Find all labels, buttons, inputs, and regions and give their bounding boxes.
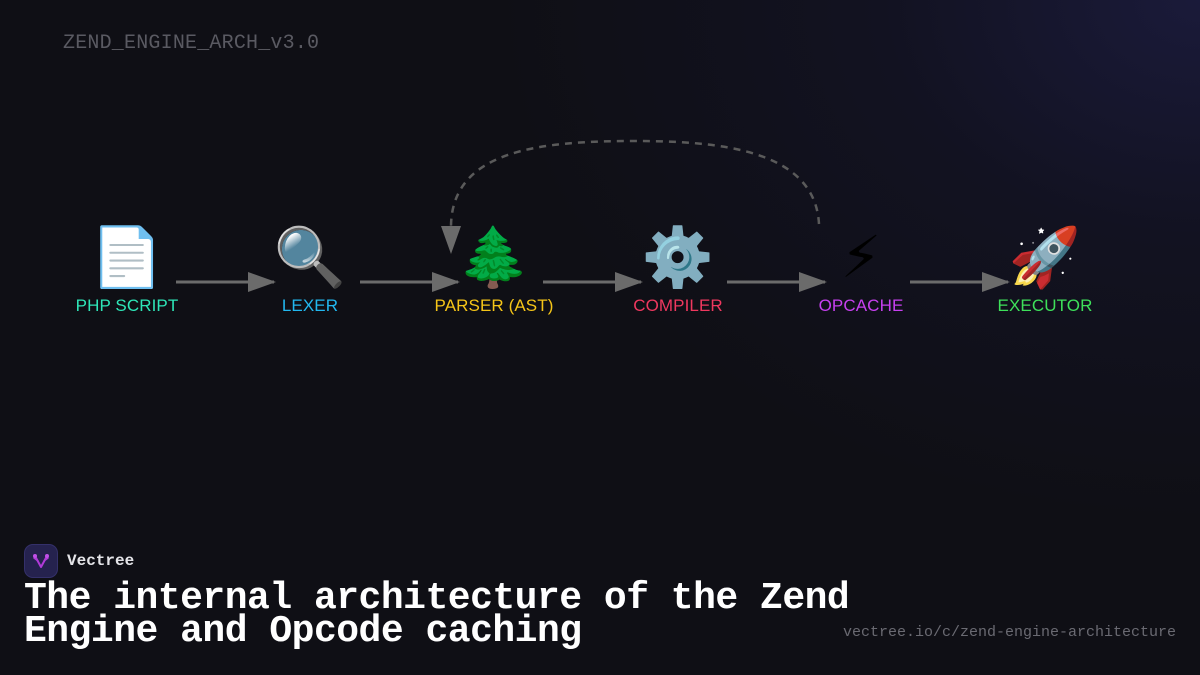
node-opcache: ⚡ OPCACHE [771, 222, 951, 316]
node-label: PHP SCRIPT [75, 296, 179, 315]
gear-icon: ⚙️ [641, 223, 715, 291]
node-compiler: ⚙️ COMPILER [588, 222, 768, 316]
node-label: LEXER [281, 296, 339, 315]
lightning-icon: ⚡ [840, 223, 882, 291]
node-parser: 🌲 PARSER (AST) [404, 222, 584, 316]
node-label: EXECUTOR [997, 296, 1093, 315]
rocket-icon: 🚀 [1008, 223, 1082, 291]
vectree-logo-icon [24, 544, 58, 578]
node-label: OPCACHE [818, 296, 904, 315]
page-title: The internal architecture of the Zend En… [24, 577, 850, 653]
node-lexer: 🔍 LEXER [220, 222, 400, 316]
magnifying-glass-icon: 🔍 [273, 223, 347, 291]
node-label: PARSER (AST) [434, 296, 554, 315]
brand: Vectree [24, 544, 134, 578]
node-php-script: 📄 PHP SCRIPT [37, 222, 217, 316]
evergreen-tree-icon: 🌲 [457, 223, 531, 291]
edge-opcache-to-parser-dashed [441, 139, 821, 254]
version-tag: ZEND_ENGINE_ARCH_v3.0 [63, 32, 320, 55]
source-url[interactable]: vectree.io/c/zend-engine-architecture [842, 624, 1176, 641]
node-label: COMPILER [633, 296, 723, 315]
document-icon: 📄 [90, 223, 164, 291]
brand-name: Vectree [67, 552, 135, 570]
node-executor: 🚀 EXECUTOR [955, 222, 1135, 316]
